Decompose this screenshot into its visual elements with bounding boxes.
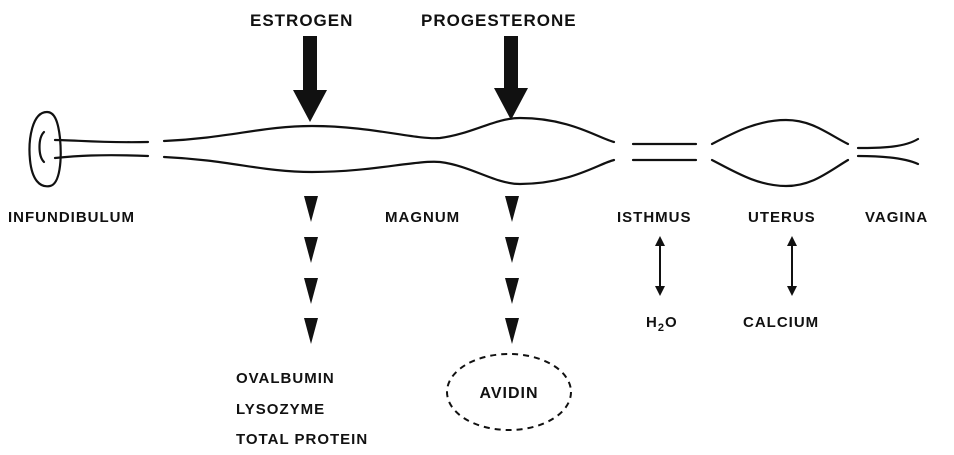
isthmus-exchange-arrow — [655, 236, 665, 296]
product-ovalbumin: OVALBUMIN — [236, 370, 335, 387]
progesterone-arrow — [494, 36, 528, 120]
chevron-down-icon — [505, 278, 519, 304]
uterus-exchange-label: CALCIUM — [743, 314, 819, 331]
infundibulum-funnel — [28, 110, 62, 188]
chevron-down-icon — [505, 237, 519, 263]
vagina-label: VAGINA — [865, 209, 928, 226]
isthmus-label: ISTHMUS — [617, 209, 692, 226]
uterus-wall-top — [710, 118, 850, 146]
estrogen-arrow — [293, 36, 327, 122]
estrogen-response-arrows — [304, 196, 318, 344]
oviduct-tube — [28, 110, 920, 188]
chevron-down-icon — [505, 196, 519, 222]
vagina-wall-top — [856, 137, 920, 150]
h2o-subscript: 2 — [658, 322, 665, 334]
magnum-label: MAGNUM — [385, 209, 460, 226]
uterus-wall-bottom — [710, 158, 850, 188]
h2o-suffix: O — [665, 314, 678, 331]
product-avidin: AVIDIN — [479, 385, 538, 402]
vagina-wall-bottom — [856, 154, 920, 166]
infundibulum-label: INFUNDIBULUM — [8, 209, 135, 226]
chevron-down-icon — [304, 196, 318, 222]
chevron-down-icon — [505, 318, 519, 344]
isthmus-exchange-label: H2O — [646, 314, 678, 334]
avidin-ellipse — [446, 353, 572, 431]
estrogen-label: ESTROGEN — [250, 11, 353, 30]
product-lysozyme: LYSOZYME — [236, 401, 325, 418]
chevron-down-icon — [304, 278, 318, 304]
infundibulum-neck-top — [53, 138, 150, 144]
progesterone-response-arrows — [505, 196, 519, 344]
uterus-exchange-arrow — [787, 236, 797, 296]
magnum-wall-bottom — [162, 155, 616, 186]
h2o-prefix: H — [646, 314, 658, 331]
uterus-label: UTERUS — [748, 209, 816, 226]
magnum-wall-top — [162, 116, 616, 144]
infundibulum-funnel-inner — [38, 130, 46, 164]
chevron-down-icon — [304, 237, 318, 263]
progesterone-label: PROGESTERONE — [421, 11, 577, 30]
chevron-down-icon — [304, 318, 318, 344]
product-total-protein: TOTAL PROTEIN — [236, 431, 368, 448]
infundibulum-neck-bottom — [53, 154, 150, 160]
